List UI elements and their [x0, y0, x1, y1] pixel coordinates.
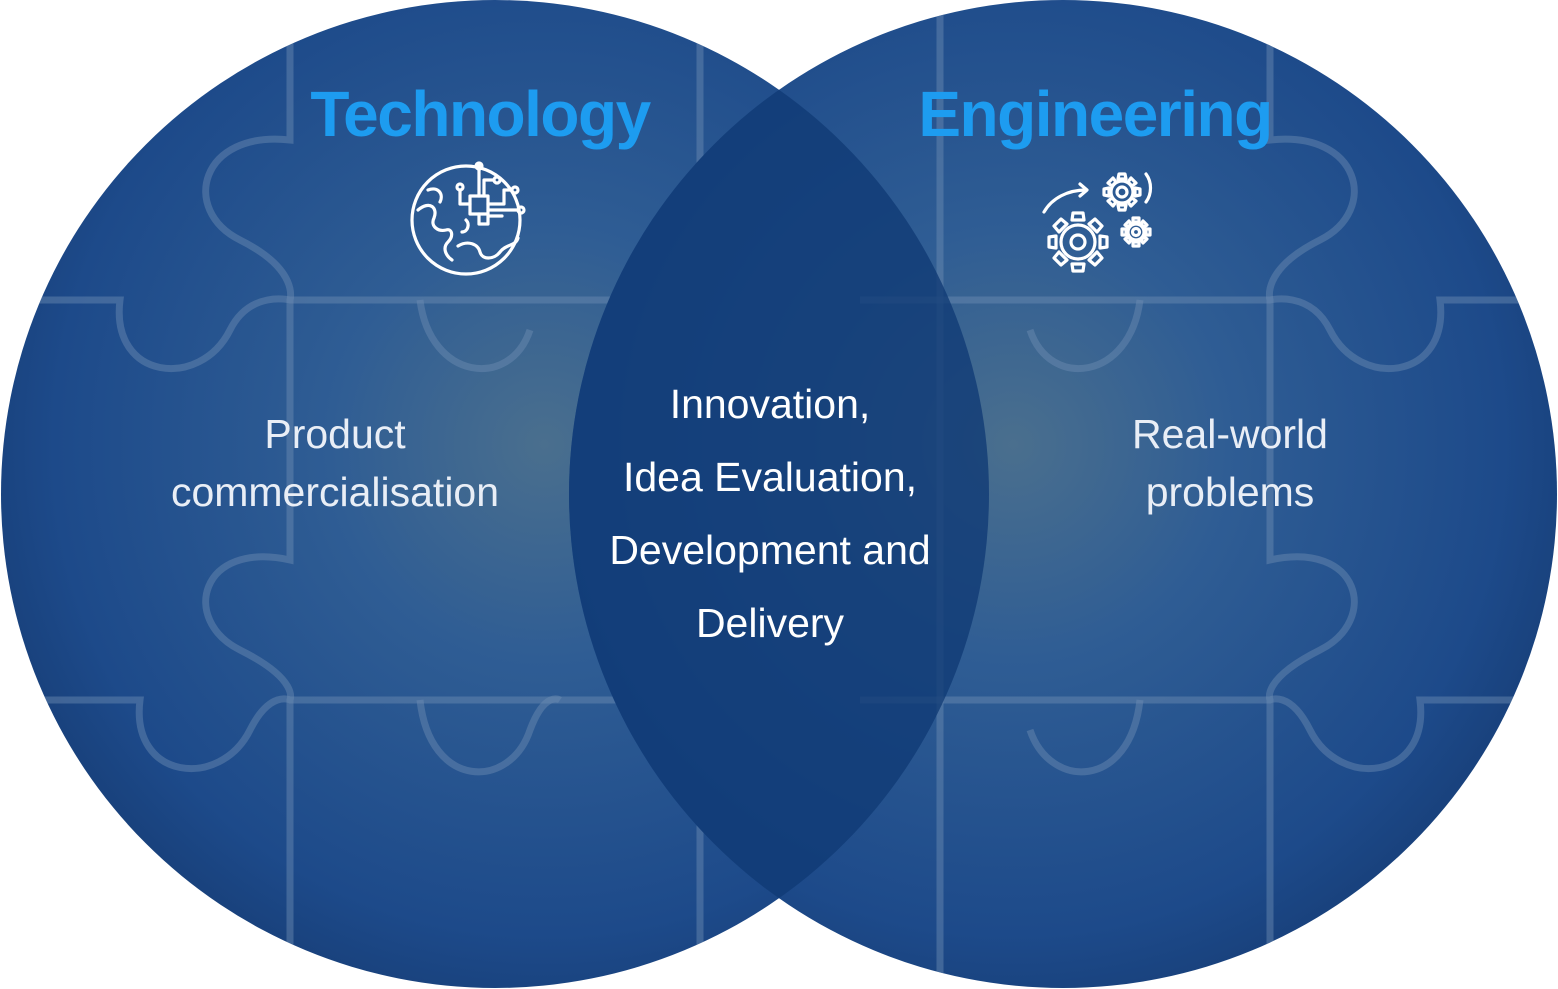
engineering-description: Real-world problems [1040, 405, 1420, 521]
gears-icon [1042, 172, 1153, 273]
overlap-line: Innovation, [669, 381, 871, 427]
overlap-text: Innovation, Idea Evaluation, Development… [560, 368, 980, 660]
technology-description: Product commercialisation [130, 405, 540, 521]
overlap-line: Idea Evaluation, [622, 454, 918, 500]
overlap-line: Development and [609, 527, 931, 573]
technology-title: Technology [310, 78, 651, 150]
technology-description-line: commercialisation [170, 469, 500, 515]
engineering-description-line: problems [1145, 469, 1315, 515]
engineering-title: Engineering [918, 78, 1273, 150]
overlap-region [569, 0, 989, 988]
technology-description-line: Product [264, 411, 406, 457]
engineering-description-line: Real-world [1132, 411, 1328, 457]
digital-globe-icon [410, 161, 526, 276]
overlap-line: Delivery [695, 600, 845, 646]
